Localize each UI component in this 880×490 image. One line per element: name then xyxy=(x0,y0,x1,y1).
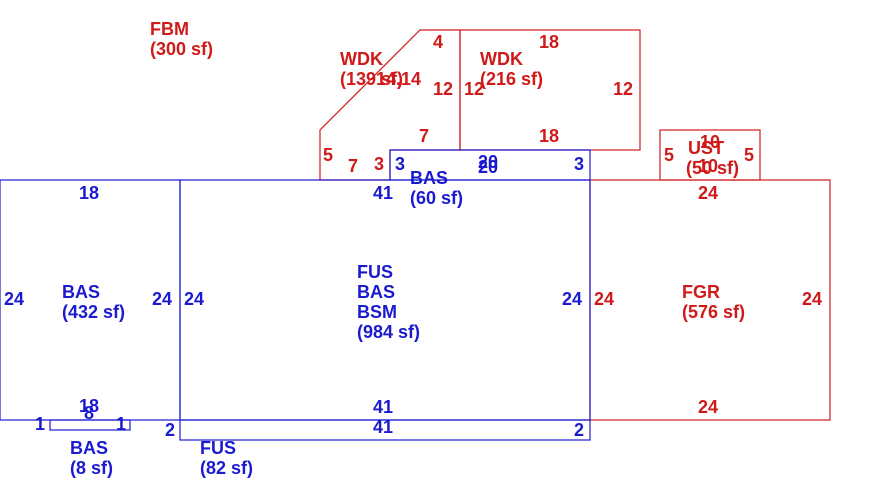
dim-tiny-right: 1 xyxy=(116,414,126,434)
bas-small-sf: (60 sf) xyxy=(410,188,463,208)
bas-tiny-code: BAS xyxy=(70,438,108,458)
dim-wdk1-bottom: 7 xyxy=(419,126,429,146)
fbm-code: FBM xyxy=(150,19,189,39)
dim-wdk2-bottom: 18 xyxy=(539,126,559,146)
dim-bas-left-right: 24 xyxy=(152,289,172,309)
dim-ust-left: 5 xyxy=(664,145,674,165)
dim-wdk2-top: 18 xyxy=(539,32,559,52)
bas-left-sf: (432 sf) xyxy=(62,302,125,322)
wdk1-sf: (139 sf) xyxy=(340,69,403,89)
dim-strip-left: 2 xyxy=(165,420,175,440)
dim-fgr-right: 24 xyxy=(802,289,822,309)
dim-bas-small-right: 3 xyxy=(574,154,584,174)
dim-wdk1-left: 5 xyxy=(323,145,333,165)
dim-bas-small-bottom: 20 xyxy=(478,157,498,177)
bas-tiny-sf: (8 sf) xyxy=(70,458,113,478)
dim-wdk1-step-b: 3 xyxy=(374,154,384,174)
fus-strip-code: FUS xyxy=(200,438,236,458)
dim-bas-left-left: 24 xyxy=(4,289,24,309)
ust-sf: (50 sf) xyxy=(686,158,739,178)
dim-ust-bottom: 10 xyxy=(698,156,718,176)
fus-strip-sf: (82 sf) xyxy=(200,458,253,478)
bas-small-code: BAS xyxy=(410,168,448,188)
dim-fgr-top: 24 xyxy=(698,183,718,203)
bas-small-outline xyxy=(389,149,591,181)
wdk1-code: WDK xyxy=(340,49,383,69)
bas-left-code: BAS xyxy=(62,282,100,302)
dim-main-right: 24 xyxy=(562,289,582,309)
dim-bas-left-top: 18 xyxy=(79,183,99,203)
fus-strip-outline xyxy=(179,419,591,441)
fbm-sf: (300 sf) xyxy=(150,39,213,59)
dim-tiny-left: 1 xyxy=(35,414,45,434)
bas-tiny-outline xyxy=(49,419,131,431)
dim-fgr-left: 24 xyxy=(594,289,614,309)
main-sf: (984 sf) xyxy=(357,322,420,342)
dim-bas-left-bottom-a: 18 xyxy=(79,396,99,416)
dim-wdk1-top: 4 xyxy=(433,32,443,52)
dim-bas-small-left: 3 xyxy=(395,154,405,174)
dim-fgr-bottom: 24 xyxy=(698,397,718,417)
main-code-bsm: BSM xyxy=(357,302,397,322)
dim-wdk1-diag: 14.14 xyxy=(376,69,421,89)
dim-wdk1-right: 12 xyxy=(433,79,453,99)
main-code-bas: BAS xyxy=(357,282,395,302)
dim-bas-left-bottom-b: 8 xyxy=(84,403,94,423)
dim-main-top: 41 xyxy=(373,183,393,203)
ust-code: UST xyxy=(688,138,724,158)
fgr-code: FGR xyxy=(682,282,720,302)
dim-ust-right: 5 xyxy=(744,145,754,165)
dim-wdk1-step-a: 7 xyxy=(348,156,358,176)
dim-main-bottom: 41 xyxy=(373,397,393,417)
dim-wdk2-right: 12 xyxy=(613,79,633,99)
dim-main-left: 24 xyxy=(184,289,204,309)
fgr-sf: (576 sf) xyxy=(682,302,745,322)
dim-ust-top: 10 xyxy=(700,132,720,152)
dim-wdk2-left: 12 xyxy=(464,79,484,99)
wdk2-sf: (216 sf) xyxy=(480,69,543,89)
main-code-fus: FUS xyxy=(357,262,393,282)
dim-strip-bottom: 41 xyxy=(373,417,393,437)
wdk2-code: WDK xyxy=(480,49,523,69)
dim-bas-small-top: 20 xyxy=(478,152,498,172)
dim-strip-right: 2 xyxy=(574,420,584,440)
